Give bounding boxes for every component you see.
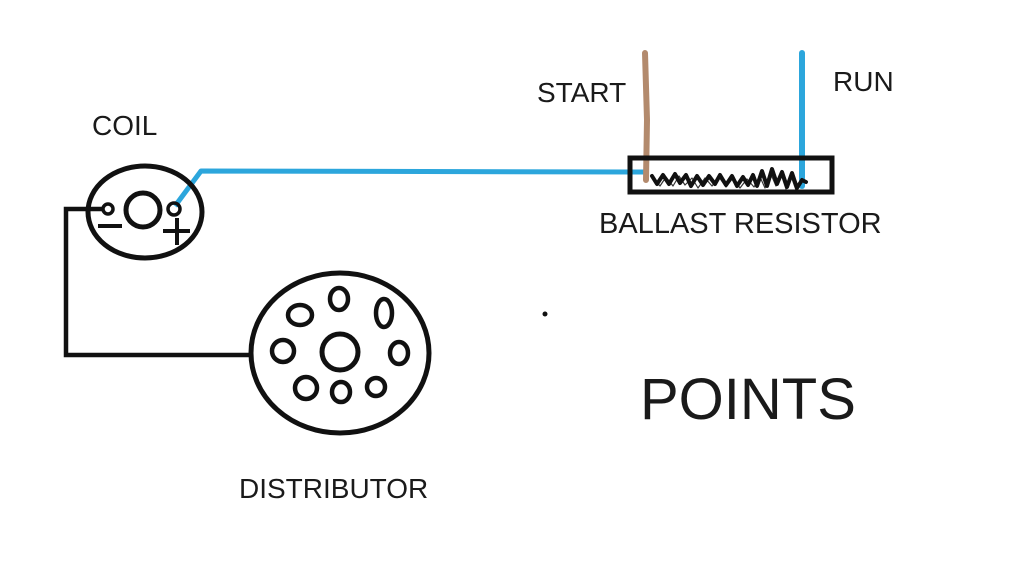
start-wire [642, 50, 651, 183]
stray-ink-dot [542, 311, 548, 317]
coil-body [85, 163, 205, 261]
distributor-hole-top-right [373, 296, 395, 330]
coil-center-tower [123, 190, 163, 230]
distributor-body [248, 270, 432, 436]
run-label: RUN [833, 66, 894, 97]
coil-label: COIL [92, 110, 158, 141]
ballast-resistor-box [627, 155, 835, 195]
distributor-hole-top-left [285, 302, 315, 328]
distributor-hole-top [327, 285, 351, 313]
coil-to-distributor-wire [63, 206, 252, 358]
start-label: START [537, 77, 627, 108]
distributor-hole-right [387, 339, 411, 367]
points-label: POINTS [640, 367, 856, 432]
distributor-hole-bottom-right [364, 375, 388, 399]
distributor-hole-left [269, 337, 297, 365]
distributor-hole-bottom-left [292, 374, 320, 402]
coil-to-ballast-wire [172, 168, 647, 208]
distributor-center-hole [319, 331, 361, 373]
resistor-element-scribble-overlay [653, 171, 802, 191]
coil-positive-terminal [166, 201, 182, 217]
ballast-resistor-label: BALLAST RESISTOR [599, 208, 882, 240]
distributor-label: DISTRIBUTOR [239, 473, 429, 504]
coil-negative-terminal [101, 202, 115, 216]
distributor-hole-bottom [329, 379, 353, 405]
